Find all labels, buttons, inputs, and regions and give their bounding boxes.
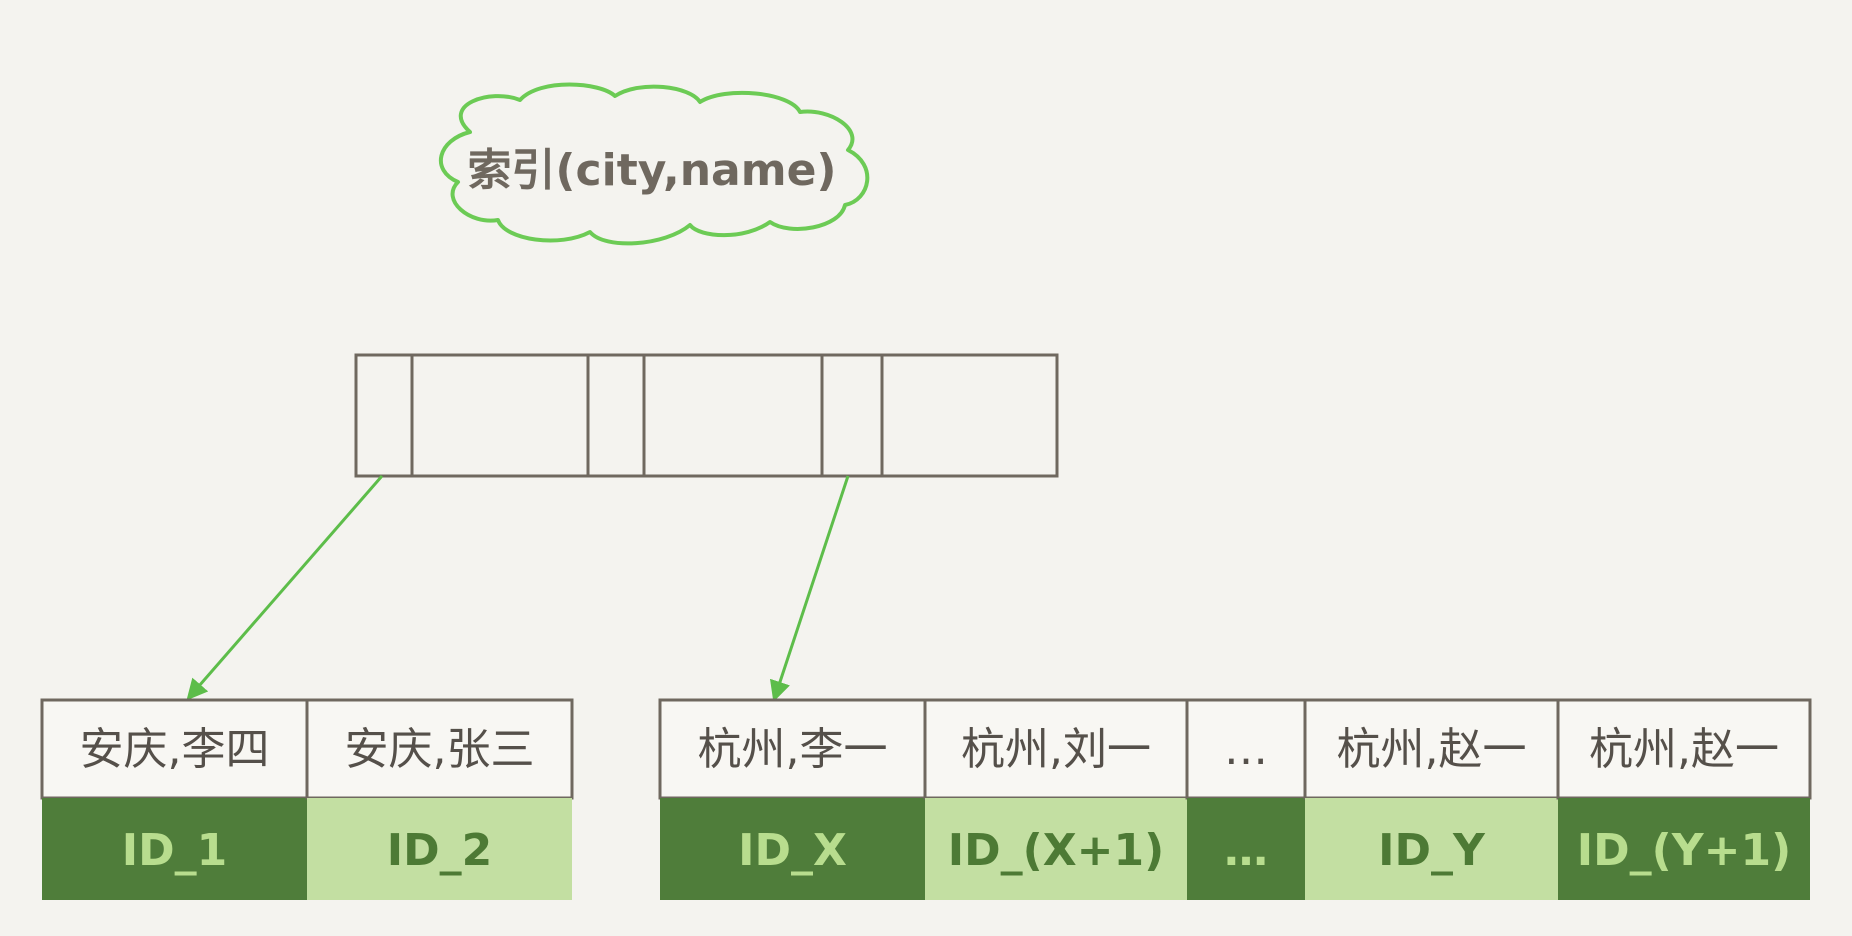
leaf-node: 杭州,李一ID_X杭州,刘一ID_(X+1)……杭州,赵一ID_Y杭州,赵一ID… (658, 698, 1812, 900)
key-label: 安庆,李四 (80, 724, 270, 775)
leaf-entry: 安庆,李四 ID_1 (40, 698, 309, 900)
leaf-nodes: 安庆,李四 ID_1 安庆,张三 ID_2 杭州,李一 ID_X 杭州,刘一 ID_(X+1)… (40, 698, 1812, 900)
key-label: 杭州,赵一 (1589, 724, 1779, 775)
id-label: ID_(Y+1) (1577, 825, 1791, 876)
id-cell (1558, 798, 1810, 900)
key-label: 杭州,刘一 (961, 724, 1151, 775)
leaf-entry: …… (1185, 698, 1307, 900)
id-label: ID_Y (1378, 825, 1486, 876)
index-node-box (354, 353, 1059, 478)
cloud-outline (438, 82, 870, 246)
id-label: ID_(X+1) (948, 825, 1165, 876)
id-label: ID_X (738, 825, 847, 876)
page-title: 索引(city,name) (467, 145, 836, 196)
id-cell (42, 798, 307, 900)
leaf-entry: 安庆,张三 ID_2 (305, 698, 574, 900)
id-label: ID_2 (387, 825, 493, 876)
key-label: 杭州,赵一 (1337, 724, 1527, 775)
key-label: 安庆,张三 (345, 724, 535, 775)
key-cell (1556, 698, 1812, 800)
title-cloud: 索引(city,name) (438, 82, 870, 246)
pointer-arrow-right (769, 475, 850, 702)
pointer-arrow-left (186, 475, 384, 701)
index-node (354, 353, 1059, 478)
leaf-entry: 杭州,刘一 ID_(X+1) (923, 698, 1189, 900)
id-cell (307, 798, 572, 900)
id-cell (1187, 798, 1305, 900)
id-cell (660, 798, 925, 900)
leaf-entry: 杭州,李一 ID_X (658, 698, 927, 900)
id-cell (925, 798, 1187, 900)
id-cell (1305, 798, 1558, 900)
key-cell (923, 698, 1189, 800)
leaf-entry: 杭州,赵一 ID_Y (1303, 698, 1560, 900)
key-label: … (1224, 724, 1268, 775)
leaf-node: 安庆,李四 ID_1 安庆,张三 ID_2 (40, 698, 574, 900)
leaf-entry: 杭州,赵一 ID_(Y+1) (1556, 698, 1812, 900)
id-label: … (1224, 825, 1268, 876)
id-label: ID_1 (122, 825, 228, 876)
key-label: 杭州,李一 (698, 724, 888, 775)
